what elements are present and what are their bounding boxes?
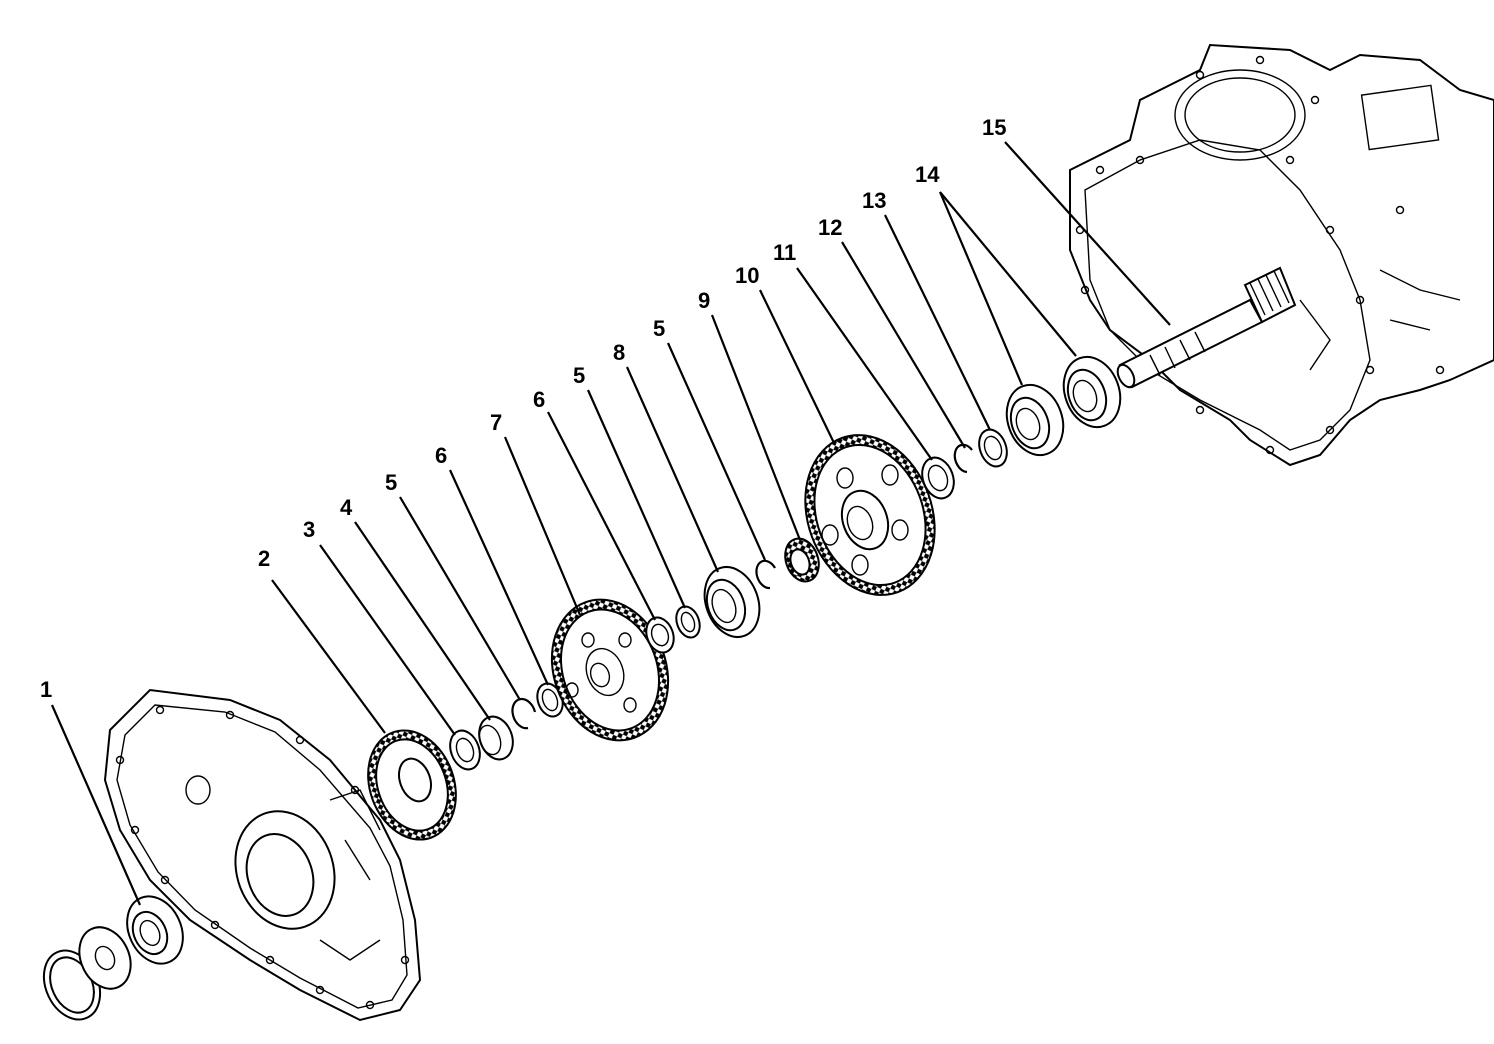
callout-2: 2 <box>258 546 270 571</box>
callout-6: 6 <box>435 443 447 468</box>
callout-14: 14 <box>915 162 940 187</box>
part-14-bearing-b <box>1062 355 1122 429</box>
part-3-ring <box>449 729 481 771</box>
callout-4: 4 <box>340 495 353 520</box>
output-shaft <box>1116 266 1297 389</box>
callout-8: 8 <box>613 340 625 365</box>
leader-14a <box>938 191 1024 386</box>
leader-14b <box>939 191 1077 357</box>
callout-5: 5 <box>653 316 665 341</box>
leader-lines <box>50 141 1171 906</box>
callout-labels: 1 2 3 4 5 6 7 6 5 8 5 9 10 11 12 13 14 1… <box>40 115 1006 702</box>
leader-1 <box>50 704 142 906</box>
case-cover <box>103 688 422 1022</box>
leader-10 <box>759 289 836 446</box>
part-8-bearing <box>703 566 761 638</box>
leader-6a <box>448 469 550 686</box>
callout-15: 15 <box>982 115 1006 140</box>
housing-bolt-holes <box>1075 55 1445 455</box>
leader-5a <box>399 496 521 701</box>
callout-5: 5 <box>385 470 397 495</box>
callout-3: 3 <box>303 517 315 542</box>
callout-6: 6 <box>533 387 545 412</box>
callout-11: 11 <box>773 240 796 265</box>
callout-10: 10 <box>735 263 759 288</box>
leader-7 <box>503 436 582 616</box>
leader-5c <box>666 342 767 561</box>
cover-bolt-holes <box>115 705 410 1010</box>
part-7-gear <box>550 598 670 742</box>
part-6-washer-a <box>536 682 564 718</box>
part-13-spacer <box>978 428 1008 468</box>
leader-11 <box>796 267 933 461</box>
transmission-housing <box>1069 43 1494 467</box>
callout-13: 13 <box>862 188 886 213</box>
leader-15 <box>1004 141 1171 326</box>
part-12-snap-ring <box>953 443 973 474</box>
leader-9 <box>710 314 802 541</box>
part-5-snap-ring-a <box>511 697 537 730</box>
part-9-needle-bearing <box>784 537 820 583</box>
part-2-gear <box>367 729 457 841</box>
leader-5b <box>586 389 687 609</box>
part-11-thrust-washer <box>921 456 955 500</box>
part-5-snap-ring-c <box>755 559 776 590</box>
part-5-ring-b <box>675 605 701 639</box>
part-4-bushing <box>478 715 514 761</box>
callout-5: 5 <box>573 363 585 388</box>
leader-2 <box>271 579 386 734</box>
leader-6b <box>547 411 656 621</box>
callout-7: 7 <box>490 410 502 435</box>
leader-8 <box>625 366 720 573</box>
callout-12: 12 <box>818 215 842 240</box>
leader-3 <box>319 544 456 736</box>
part-1-bearing-assembly <box>42 895 184 1021</box>
leader-12 <box>841 241 966 449</box>
part-10-gear <box>804 434 936 596</box>
callout-9: 9 <box>698 288 710 313</box>
leader-4 <box>354 521 491 721</box>
leader-13 <box>884 214 991 431</box>
callout-1: 1 <box>40 677 52 702</box>
part-14-bearing-a <box>1005 383 1065 457</box>
